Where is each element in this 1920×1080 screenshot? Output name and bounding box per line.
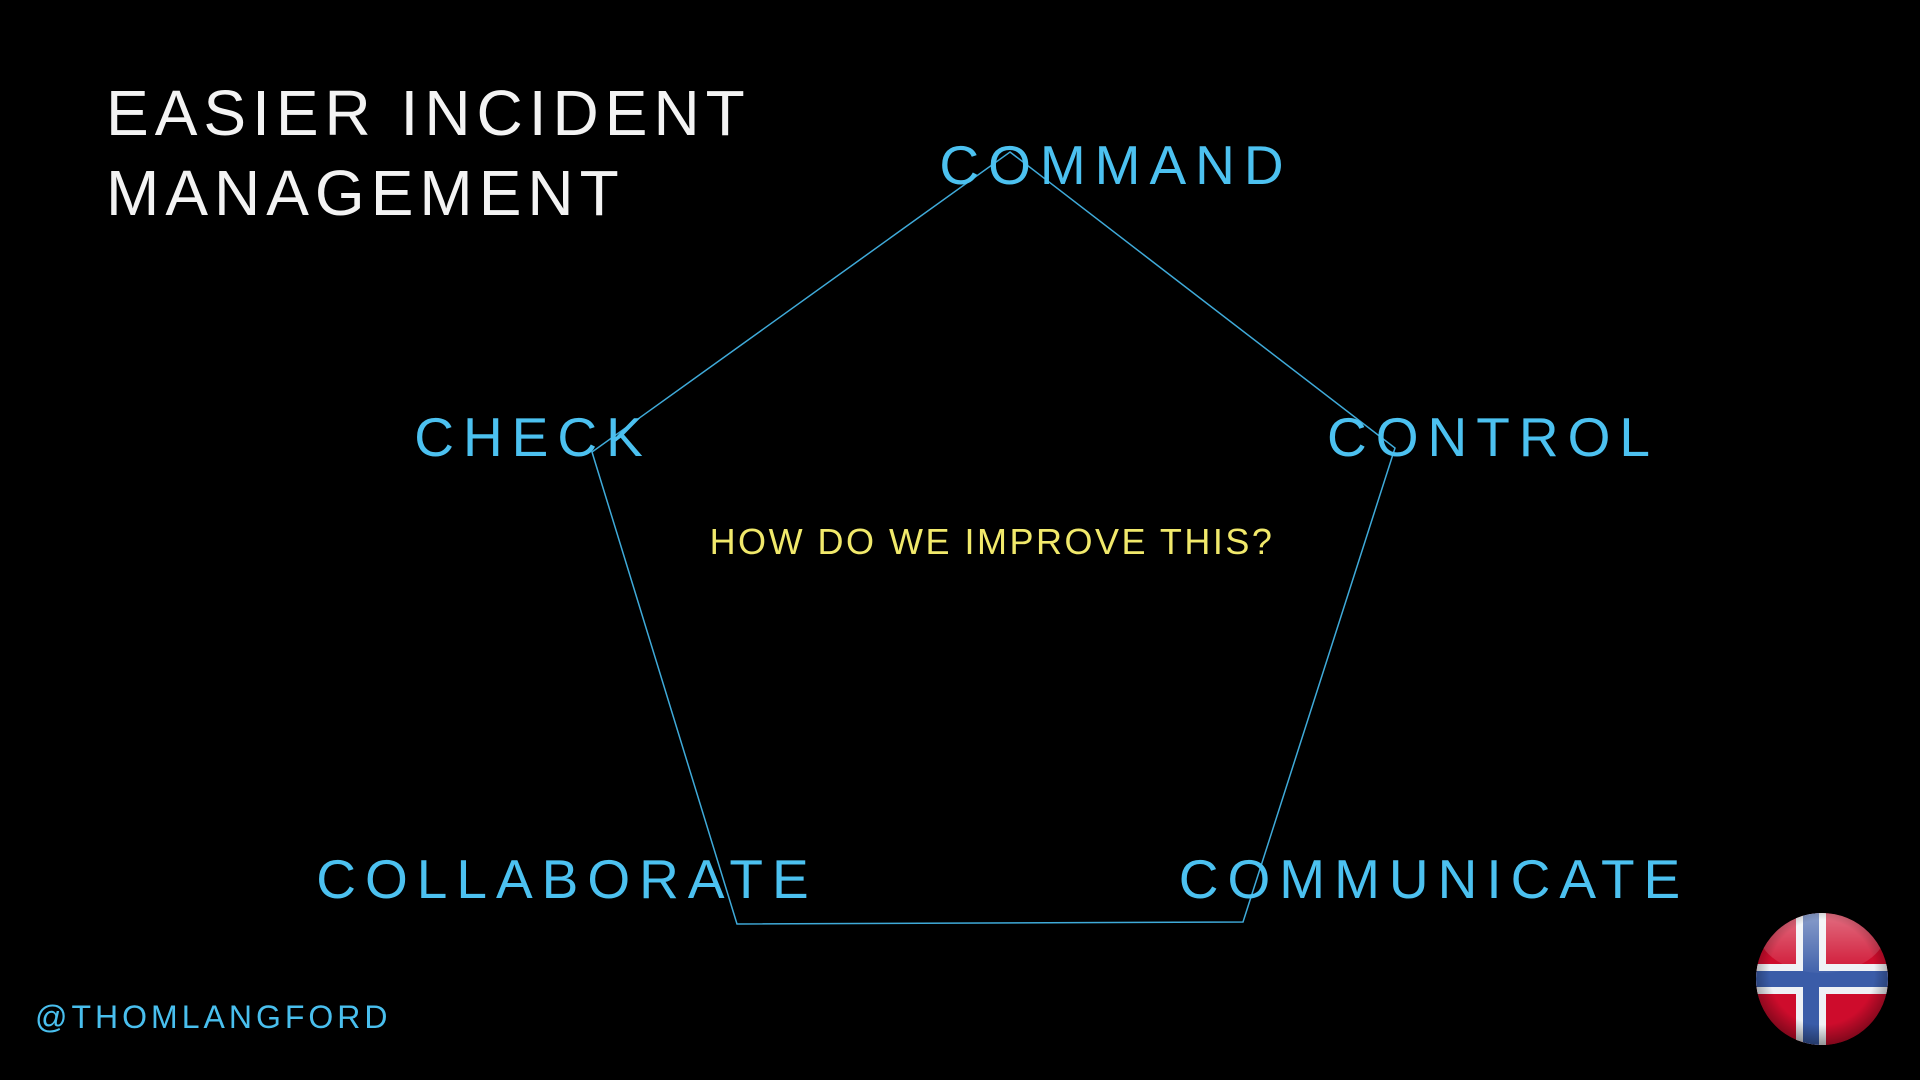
node-label-check: CHECK	[414, 406, 652, 468]
norway-flag-icon	[1756, 913, 1888, 1045]
node-label-communicate: COMMUNICATE	[1178, 848, 1690, 910]
slide-title-line-2: MANAGEMENT	[106, 157, 625, 229]
slide-title: EASIER INCIDENT MANAGEMENT	[106, 73, 751, 233]
center-question: HOW DO WE IMPROVE THIS?	[709, 521, 1275, 562]
slide-title-line-1: EASIER INCIDENT	[106, 77, 751, 149]
footer-twitter-handle: @THOMLANGFORD	[35, 999, 392, 1035]
node-label-command: COMMAND	[939, 134, 1293, 196]
node-label-control: CONTROL	[1327, 406, 1659, 468]
pentagon-outline	[591, 151, 1396, 925]
flag-edge-shading	[1756, 913, 1888, 1045]
node-label-collaborate: COLLABORATE	[316, 848, 818, 910]
